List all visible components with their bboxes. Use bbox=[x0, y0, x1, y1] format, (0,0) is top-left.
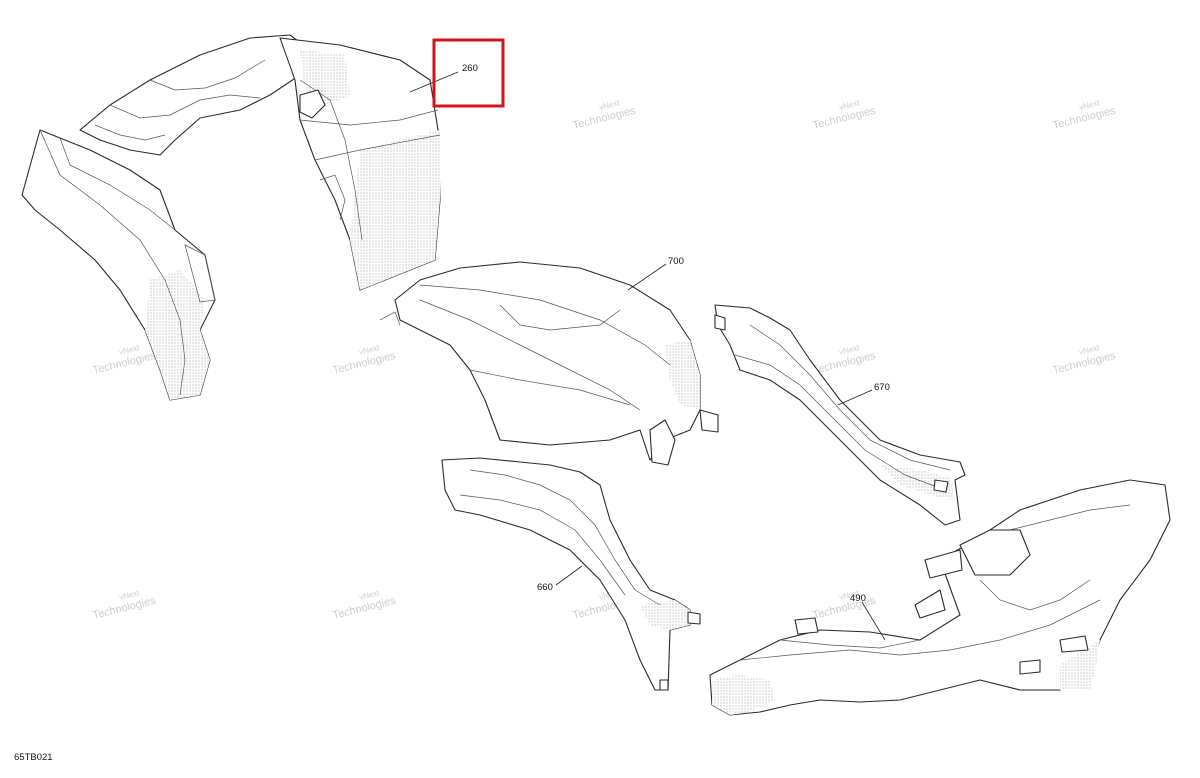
leader-670 bbox=[837, 389, 873, 406]
part-670-side-rail[interactable] bbox=[714, 304, 966, 526]
watermark: vNext Technologies bbox=[572, 98, 638, 132]
watermark: vNext Technologies bbox=[812, 98, 878, 132]
watermark: vNext Technologies bbox=[332, 343, 398, 377]
part-490-rear-body[interactable] bbox=[709, 479, 1171, 716]
part-660-shade bbox=[640, 600, 690, 630]
part-260-left-panel-shade bbox=[145, 270, 210, 400]
watermark: vNext Technologies bbox=[92, 343, 158, 377]
callout-700[interactable]: 700 bbox=[668, 256, 684, 267]
part-260-front-panel-shade bbox=[350, 130, 440, 290]
watermark: vNext Technologies bbox=[1052, 343, 1118, 377]
part-260-fairing[interactable] bbox=[21, 34, 441, 401]
watermark: vNext Technologies bbox=[332, 588, 398, 622]
part-700-center-panel[interactable] bbox=[379, 261, 719, 466]
leader-700 bbox=[627, 263, 667, 291]
callout-660[interactable]: 660 bbox=[537, 582, 553, 593]
callout-260[interactable]: 260 bbox=[462, 63, 478, 74]
part-490-shade-right bbox=[1060, 640, 1100, 690]
callout-490[interactable]: 490 bbox=[850, 593, 866, 604]
part-660-lower-panel[interactable] bbox=[441, 457, 701, 691]
part-490-body bbox=[709, 479, 1171, 716]
watermark: vNext Technologies bbox=[92, 588, 158, 622]
part-260-dash bbox=[79, 34, 311, 156]
part-670-shade bbox=[880, 465, 955, 500]
highlight-box-260 bbox=[432, 38, 505, 108]
watermark: vNext Technologies bbox=[812, 588, 878, 622]
callout-670[interactable]: 670 bbox=[874, 382, 890, 393]
diagram-code: 65TB021 bbox=[14, 752, 53, 763]
watermark: vNext Technologies bbox=[812, 343, 878, 377]
callouts: 260 700 670 660 490 bbox=[409, 63, 890, 641]
part-660-body bbox=[441, 457, 691, 691]
part-490-shade-left bbox=[712, 675, 775, 715]
leader-490 bbox=[861, 601, 886, 641]
leader-660 bbox=[555, 565, 583, 586]
part-700-shade bbox=[665, 340, 700, 410]
watermark: vNext Technologies bbox=[1052, 98, 1118, 132]
